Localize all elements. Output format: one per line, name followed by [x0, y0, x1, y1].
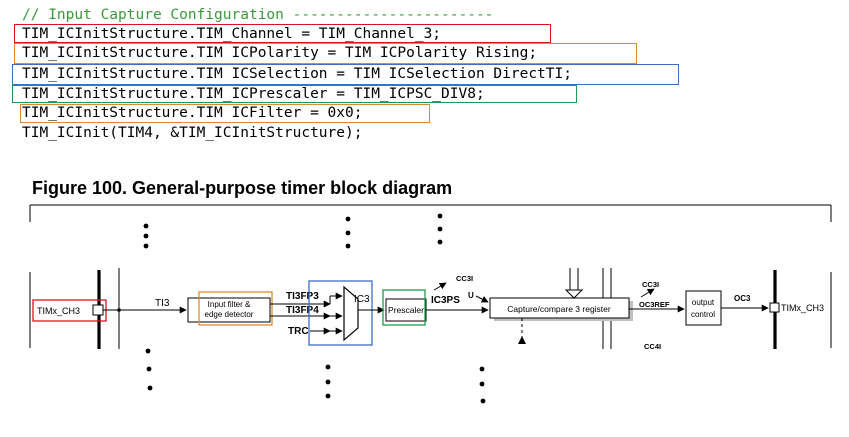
filter-label-2: edge detector — [205, 310, 254, 319]
output-control-block — [685, 290, 722, 326]
input-filter-highlight — [198, 291, 273, 326]
ccr-up-arrow — [518, 336, 526, 344]
highlight-polarity — [14, 43, 637, 64]
input-mux — [343, 285, 359, 342]
oc3ref-label: OC3REF — [639, 300, 670, 309]
u-label: U — [468, 291, 474, 300]
bus-arrow-head — [564, 289, 584, 299]
cc3i-top-arrow — [433, 282, 447, 291]
code-line-polarity: TIM_ICInitStructure.TIM ICPolarity = TIM… — [22, 45, 538, 61]
input-pin-pad — [92, 304, 104, 316]
highlight-filter — [20, 104, 430, 123]
output-pin-pad — [769, 302, 780, 313]
code-line-icinit: TIM_ICInit(TIM4, &TIM_ICInitStructure); — [22, 125, 363, 141]
ic3-label: IC3 — [354, 294, 370, 305]
prescaler-highlight — [382, 289, 426, 326]
selection-highlight — [308, 280, 373, 346]
ccr-block — [489, 297, 630, 319]
cc4i-label: CC4I — [644, 342, 661, 351]
code-line-channel: TIM_ICInitStructure.TIM_Channel = TIM_Ch… — [22, 26, 442, 42]
filter-label-1: Input filter & — [208, 300, 251, 309]
code-line-filter: TIM_ICInitStructure.TIM ICFilter = 0x0; — [22, 105, 363, 121]
input-filter-block — [187, 297, 271, 323]
ti3-label: TI3 — [155, 298, 170, 309]
u-arrow — [475, 295, 489, 303]
highlight-channel — [14, 24, 551, 43]
figure-frame — [29, 204, 832, 348]
cc3i-right-arrow — [640, 288, 655, 298]
figure-title: Figure 100. General-purpose timer block … — [32, 178, 453, 198]
ellipsis-dots — [143, 213, 486, 404]
oc3-label: OC3 — [734, 294, 751, 303]
trc-label: TRC — [288, 326, 309, 337]
input-pin-label: TIMx_CH3 — [37, 306, 80, 316]
output-label-1: output — [692, 298, 715, 307]
highlight-prescaler — [12, 85, 577, 103]
ti3fp3-label: TI3FP3 — [286, 291, 319, 302]
ti3fp4-label: TI3FP4 — [286, 305, 319, 316]
prescaler-label: Prescaler — [388, 305, 424, 315]
junction-dot — [117, 308, 121, 312]
output-pin-label: TIMx_CH3 — [781, 303, 824, 313]
ccr-label: Capture/compare 3 register — [507, 304, 611, 314]
highlight-selection — [12, 64, 679, 85]
code-comment: // Input Capture Configuration ---------… — [22, 7, 494, 23]
output-label-2: control — [691, 310, 715, 319]
code-line-prescaler: TIM_ICInitStructure.TIM_ICPrescaler = TI… — [22, 86, 485, 102]
cc3i-right-label: CC3I — [642, 280, 659, 289]
cc3i-top-label: CC3I — [456, 274, 473, 283]
ic3ps-label: IC3PS — [431, 295, 460, 306]
code-line-selection: TIM_ICInitStructure.TIM ICSelection = TI… — [22, 66, 572, 82]
